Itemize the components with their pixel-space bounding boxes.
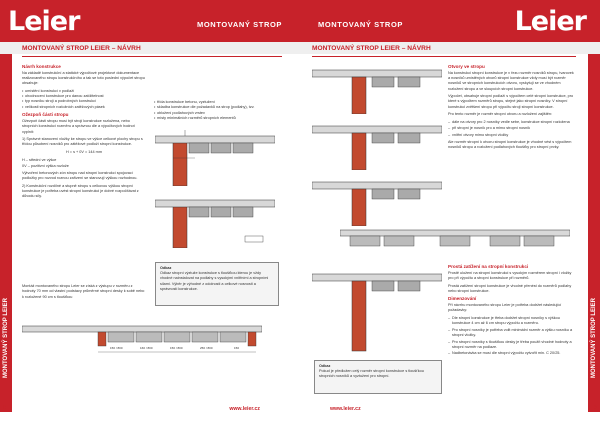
- right-column-lower: Prostá zatížení na stropní konstrukci Pr…: [448, 262, 576, 359]
- side-bar-right: [588, 54, 600, 412]
- paragraph: Výpočet, obsahuje stropní podlaží s výpo…: [448, 94, 574, 109]
- list-item: třída konstrukce betonu, vyztužení: [154, 100, 280, 106]
- dash-list: Dle stropní konstrukce je třeba dodržet …: [448, 316, 576, 357]
- dim-label: 250 / 800: [200, 346, 213, 350]
- dim-label: 150 / 800: [110, 346, 123, 350]
- floor-section-drawing: 150 / 800 160 / 800 150 / 800 250 / 800 …: [22, 325, 262, 353]
- note-text: Pokud je předložen celý rozměr stropní k…: [319, 369, 424, 379]
- section-title-left: MONTOVANÝ STROP LEIER – NÁVRH: [22, 45, 141, 52]
- section-drawing-4: [312, 125, 442, 170]
- note-title: Odkaz: [319, 364, 331, 368]
- right-page: MONTOVANÝ STROP Leier MONTOVANÝ STROP LE…: [300, 0, 600, 424]
- heading-otvory: Otvory ve stropu: [448, 64, 485, 69]
- side-bar-left: [0, 54, 12, 412]
- list-item: skladba konstrukce dle požadavků na stro…: [154, 105, 280, 111]
- header-title-left: MONTOVANÝ STROP: [197, 20, 282, 29]
- list-item: velikosti stropních rozložních zatěžovýc…: [22, 105, 146, 111]
- formula: H = s + 0V = 144 mm: [66, 149, 102, 154]
- section-rule-right: [312, 56, 576, 57]
- floor-section-drawing-right: [340, 229, 570, 247]
- bullet-list: třída konstrukce betonu, vyztužení sklad…: [154, 100, 280, 122]
- paragraph: Při návrhu montovaného stropu Leier je p…: [448, 303, 562, 313]
- footer-url-left[interactable]: www.leier.cz: [229, 406, 260, 412]
- page-number-left: 8: [3, 405, 7, 411]
- footer-url-right[interactable]: www.leier.cz: [330, 406, 361, 412]
- heading-dimenzovani: Dimenzování: [448, 296, 477, 302]
- dim-label: 150: [234, 346, 239, 350]
- paragraph: Montáž montovaného stropu Leier se získá…: [22, 284, 145, 299]
- left-column-1: Návrh konstrukce Na základě konstrukční …: [22, 62, 146, 202]
- section-stripe-left: [0, 42, 300, 54]
- paragraph: Prostá zatížení stropní konstrukce je vh…: [448, 283, 572, 293]
- paragraph: 2) Konstrukční rozdílné a stupně stropu …: [22, 183, 139, 199]
- list-item: Dle stropní konstrukce je třeba dodržet …: [448, 316, 576, 327]
- list-item: vnitřní otvory mimo stropní vložky: [448, 133, 576, 139]
- list-item: typ nosníku strojí a podrobných konstruk…: [22, 99, 146, 105]
- dash-list: dále na otvory pro 2 nosníky vedle sebe,…: [448, 120, 576, 139]
- dim-label: 160 / 800: [140, 346, 153, 350]
- paragraph: Pro tento rozměr je rozměr stropní otvor…: [448, 112, 553, 117]
- paragraph: Na konstrukci stropní konstrukce je v ře…: [448, 70, 574, 91]
- right-header: [300, 0, 600, 42]
- left-page: Leier MONTOVANÝ STROP MONTOVANÝ STROP LE…: [0, 0, 300, 424]
- note-box-right: Odkaz Pokud je předložen celý rozměr str…: [314, 360, 442, 394]
- right-column: Otvory ve stropu Na konstrukci stropní k…: [448, 62, 576, 153]
- section-drawing-2: [155, 199, 275, 248]
- brand-logo-right: Leier: [514, 6, 587, 37]
- note-box-left: Odkaz Odkaz stropní výztuže konstrukce s…: [155, 262, 279, 306]
- side-label-right: MONTOVANÝ STROP LEIER: [591, 297, 597, 378]
- paragraph: Prostě uložení na stropní konstrukci s v…: [448, 270, 572, 281]
- section-drawing-5: [312, 181, 442, 226]
- list-item: Nadbetonávka se musí dle stropní výpočtu…: [448, 351, 576, 357]
- list-item: umístění konstrukcí v podlaží: [22, 89, 146, 95]
- heading-navrh: Návrh konstrukce: [22, 64, 61, 69]
- paragraph: 1) Správné stanovení vložky ke stropu ve…: [22, 137, 143, 147]
- dim-label: 150 / 800: [170, 346, 183, 350]
- heading-ozezpon: Ožezpoň části stropu: [22, 112, 69, 118]
- list-item: ohodnocení konstrukce pro danou zatížite…: [22, 94, 146, 100]
- list-item: Pro stropní nosníky je potřeba volit min…: [448, 328, 576, 339]
- section-title-right: MONTOVANÝ STROP LEIER – NÁVRH: [312, 45, 431, 52]
- page-number-right: 9: [593, 405, 597, 411]
- note-text: Odkaz stropní výztuže konstrukce s tlouš…: [160, 271, 269, 291]
- left-header: [0, 0, 300, 42]
- heading-prosta-zatizeni: Prostá zatížení na stropní konstrukci: [448, 264, 529, 269]
- list-item: Pro stropní nosníky s tloušťkou desky je…: [448, 340, 576, 351]
- paragraph: Výtvoření betonových zón stropu nad stro…: [22, 170, 138, 181]
- section-stripe-right: [300, 42, 600, 54]
- note-title: Odkaz: [160, 266, 172, 270]
- left-column-bottom: Montáž montovaného stropu Leier se získá…: [22, 284, 146, 302]
- paragraph: Ožezpoň části stropu musí být strojí kon…: [22, 119, 135, 134]
- list-item: dále na otvory pro 2 nosníky vedle sebe,…: [448, 120, 576, 126]
- bullet-list: umístění konstrukcí v podlaží ohodnocení…: [22, 89, 146, 111]
- header-title-right: MONTOVANÝ STROP: [318, 20, 403, 29]
- brand-logo-left: Leier: [8, 6, 80, 37]
- list-item: při stropní je nosník pro a mimo stropní…: [448, 126, 576, 132]
- side-label-left: MONTOVANÝ STROP LEIER: [3, 297, 9, 378]
- left-column-2: třída konstrukce betonu, vyztužení sklad…: [154, 100, 280, 123]
- list-item: obložení podlahových vrstev: [154, 111, 280, 117]
- paragraph: Na základě konstrukční a statické výpočt…: [22, 70, 145, 86]
- paragraph: Ale rozměr stropní k otvoru stropní kons…: [448, 140, 572, 150]
- section-rule-left: [22, 56, 282, 57]
- section-drawing-6: [312, 273, 442, 352]
- section-drawing-3: [312, 69, 442, 114]
- paragraph: H – střední ve výšce 0V – pozitivní výšk…: [22, 158, 69, 168]
- list-item: místy minimálních rozměrů stropních elem…: [154, 116, 280, 122]
- section-drawing-1: [155, 130, 275, 186]
